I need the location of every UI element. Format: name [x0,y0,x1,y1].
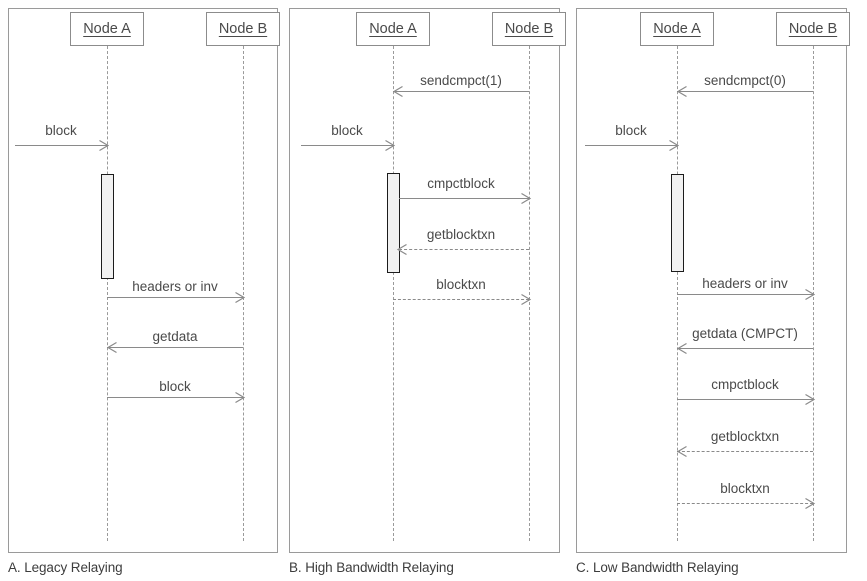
panel-c-message-label-4: cmpctblock [711,377,779,392]
panel-c-message-line-0 [677,91,813,92]
panel-c-message-line-5 [677,451,813,452]
panel-c-node-a-label: Node A [653,21,701,37]
panel-a-node-a-box: Node A [70,12,144,46]
panel-b [289,8,560,553]
panel-a-message-label-2: getdata [152,329,198,344]
panel-c-activation-bar [671,174,684,272]
panel-c-node-b-lifeline [813,46,814,541]
panel-b-message-label-1: block [331,123,363,138]
panel-b-node-a-box: Node A [356,12,430,46]
panel-a-node-b-label: Node B [218,21,268,37]
panel-a-arrowhead-3 [235,391,246,404]
panel-c-message-line-3 [677,348,813,349]
panel-c-arrowhead-4 [805,393,816,406]
panel-a-node-b-box: Node B [206,12,280,46]
panel-c-node-a-box: Node A [640,12,714,46]
panel-a-node-a-lifeline [107,46,108,541]
panel-c-node-b-label: Node B [788,21,838,37]
panel-b-activation-bar [387,173,400,273]
panel-b-message-label-0: sendcmpct(1) [420,73,502,88]
panel-c-message-label-6: blocktxn [720,481,770,496]
panel-a-message-label-3: block [159,379,191,394]
panel-c-arrowhead-2 [805,288,816,301]
panel-a-node-b-lifeline [243,46,244,541]
panel-b-message-line-4 [393,299,529,300]
panel-c-arrowhead-0 [676,85,687,98]
panel-b-message-line-2 [399,198,529,199]
panel-c-message-label-5: getblocktxn [710,429,780,444]
panel-b-message-line-0 [393,91,529,92]
panel-c-node-b-box: Node B [776,12,850,46]
panel-b-node-b-box: Node B [492,12,566,46]
panel-a-message-line-0 [15,145,107,146]
panel-b-message-line-3 [399,249,529,250]
panel-a-caption: A. Legacy Relaying [8,560,123,575]
panel-c-message-line-6 [677,503,813,504]
panel-a-arrowhead-2 [106,341,117,354]
panel-b-node-a-lifeline [393,46,394,541]
panel-c-node-a-lifeline [677,46,678,541]
panel-b-node-b-label: Node B [504,21,554,37]
panel-c-message-label-2: headers or inv [702,276,788,291]
panel-a-message-line-3 [107,397,243,398]
panel-b-arrowhead-3 [396,243,407,256]
panel-a-arrowhead-0 [99,139,110,152]
panel-b-message-label-2: cmpctblock [427,176,495,191]
panel-b-message-label-3: getblocktxn [426,227,496,242]
panel-c-message-line-2 [677,294,813,295]
panel-c-arrowhead-6 [805,497,816,510]
panel-b-arrowhead-1 [385,139,396,152]
panel-b-caption: B. High Bandwidth Relaying [289,560,454,575]
panel-c-message-line-4 [677,399,813,400]
panel-a-message-label-1: headers or inv [132,279,218,294]
panel-b-arrowhead-0 [392,85,403,98]
panel-b-arrowhead-4 [521,293,532,306]
panel-c-arrowhead-5 [676,445,687,458]
panel-a-node-a-label: Node A [83,21,131,37]
panel-c-message-line-1 [585,145,677,146]
panel-a-arrowhead-1 [235,291,246,304]
panel-b-arrowhead-2 [521,192,532,205]
panel-c-message-label-1: block [615,123,647,138]
panel-a-message-line-1 [107,297,243,298]
panel-b-node-a-label: Node A [369,21,417,37]
panel-c-arrowhead-3 [676,342,687,355]
panel-a-activation-bar [101,174,114,279]
panel-b-message-line-1 [301,145,393,146]
panel-b-node-b-lifeline [529,46,530,541]
panel-c-caption: C. Low Bandwidth Relaying [576,560,739,575]
panel-a [8,8,278,553]
panel-c-message-label-0: sendcmpct(0) [704,73,786,88]
panel-b-message-label-4: blocktxn [436,277,486,292]
panel-c-arrowhead-1 [669,139,680,152]
panel-c-message-label-3: getdata (CMPCT) [692,326,798,341]
panel-a-message-line-2 [107,347,243,348]
panel-c [576,8,847,553]
panel-a-message-label-0: block [45,123,77,138]
